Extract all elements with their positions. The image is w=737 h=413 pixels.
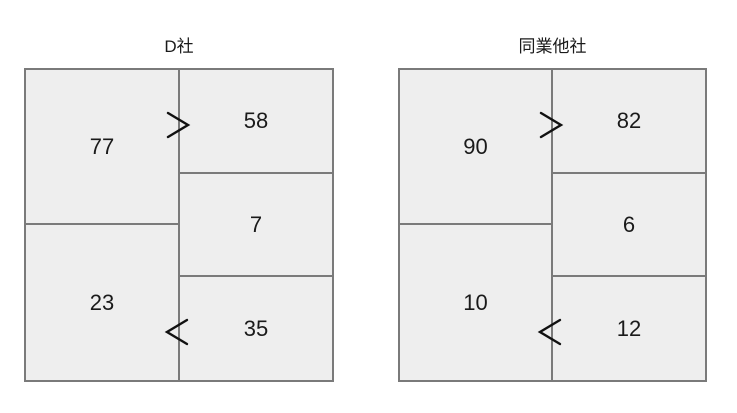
cell-value: 35 [243,315,269,341]
cell-value: 7 [249,211,263,237]
cell-right-middle-right: 6 [553,174,705,277]
cell-value: 90 [463,133,488,159]
comparison-grid-left: 77 58 7 23 35 [24,68,334,382]
cell-left-middle-right: 7 [180,174,332,277]
cell-right-bottom-left: 10 [400,225,553,380]
comparison-grid-right: 90 82 6 10 12 [398,68,707,382]
cell-value: 77 [89,133,115,159]
cell-left-bottom-left: 23 [26,225,180,380]
cell-left-top-left: 77 [26,70,180,225]
panel-competitors: 同業他社 90 82 6 10 12 [398,36,707,382]
cell-right-bottom-right: 12 [553,277,705,380]
panel-title-left: D社 [164,37,194,56]
cell-value: 58 [243,108,269,133]
cell-left-top-right: 58 [180,70,332,174]
cell-left-bottom-right: 35 [180,277,332,380]
cell-value: 82 [616,108,642,133]
cell-value: 6 [622,211,636,237]
cell-right-top-right: 82 [553,70,705,174]
cell-right-top-left: 90 [400,70,553,225]
cell-value: 23 [89,289,115,315]
panel-title-right: 同業他社 [518,37,587,56]
cell-value: 10 [463,289,488,315]
cell-value: 12 [616,315,642,341]
panel-d-company: D社 77 58 7 23 35 [24,36,334,382]
